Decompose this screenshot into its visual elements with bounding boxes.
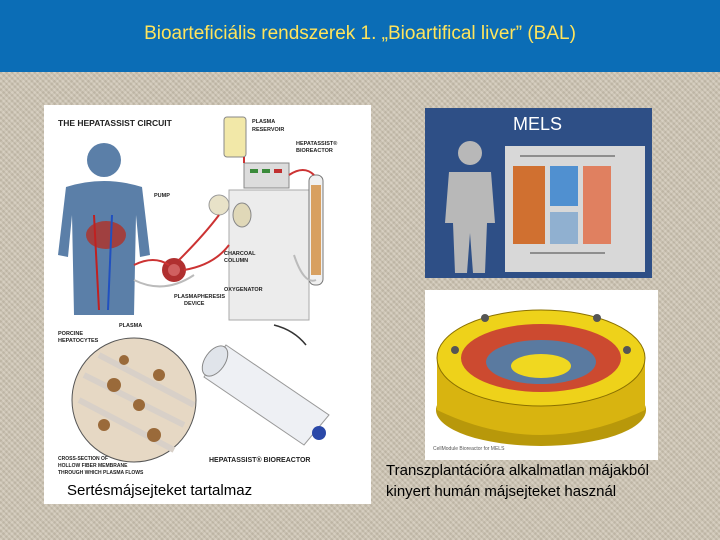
slide-title: Bioarteficiális rendszerek 1. „Bioartifi… xyxy=(144,23,576,45)
mels-diagram: MELS xyxy=(425,108,652,278)
svg-text:RESERVOIR: RESERVOIR xyxy=(252,127,284,133)
plasma-reservoir: PLASMA RESERVOIR xyxy=(224,117,284,157)
svg-text:PLASMA: PLASMA xyxy=(252,119,275,125)
pump: PUMP xyxy=(154,193,229,215)
machine-unit xyxy=(229,163,309,320)
human-silhouette xyxy=(58,143,150,315)
human-silhouette-gray xyxy=(445,141,495,273)
svg-text:CROSS-SECTION OF: CROSS-SECTION OF xyxy=(58,456,108,462)
bioreactor-column xyxy=(309,175,323,285)
svg-text:PORCINE: PORCINE xyxy=(58,331,83,337)
svg-text:DEVICE: DEVICE xyxy=(184,301,205,307)
svg-text:CHARCOAL: CHARCOAL xyxy=(224,251,256,257)
cellmodule-caption: CellModule Bioreactor for MELS xyxy=(433,446,505,452)
svg-text:HOLLOW FIBER MEMBRANE: HOLLOW FIBER MEMBRANE xyxy=(58,463,128,469)
plasmapheresis-device: PLASMAPHERESIS DEVICE xyxy=(162,258,225,307)
right-caption-line-1: Transzplantációra alkalmatlan májakból xyxy=(386,461,649,480)
bioreactor-cylinder xyxy=(197,325,329,445)
mels-heading: MELS xyxy=(513,114,562,134)
title-bar: Bioarteficiális rendszerek 1. „Bioartifi… xyxy=(0,0,720,72)
svg-text:COLUMN: COLUMN xyxy=(224,258,248,264)
left-caption: Sertésmájsejteket tartalmaz xyxy=(67,481,252,500)
svg-text:HEPATOCYTES: HEPATOCYTES xyxy=(58,338,99,344)
mels-figure: MELS xyxy=(425,108,652,278)
svg-text:THROUGH WHICH PLASMA FLOWS: THROUGH WHICH PLASMA FLOWS xyxy=(58,470,144,476)
svg-text:OXYGENATOR: OXYGENATOR xyxy=(224,287,263,293)
hepatassist-diagram: THE HEPATASSIST CIRCUIT PLASMA RESERVOIR… xyxy=(44,105,371,504)
figure-heading: THE HEPATASSIST CIRCUIT xyxy=(58,118,173,128)
svg-text:PLASMAPHERESIS: PLASMAPHERESIS xyxy=(174,294,225,300)
svg-text:PUMP: PUMP xyxy=(154,193,170,199)
bioreactor-label: HEPATASSIST® BIOREACTOR xyxy=(209,456,310,464)
cellmodule-bioreactor-figure: CellModule Bioreactor for MELS xyxy=(425,290,658,460)
svg-text:HEPATASSIST®: HEPATASSIST® xyxy=(296,140,337,147)
svg-text:PLASMA: PLASMA xyxy=(119,323,142,329)
svg-text:BIOREACTOR: BIOREACTOR xyxy=(296,148,333,154)
hollow-fiber-cross-section: PORCINE HEPATOCYTES PLASMA xyxy=(58,323,196,462)
cellmodule-diagram: CellModule Bioreactor for MELS xyxy=(425,290,658,460)
hepatassist-circuit-figure: THE HEPATASSIST CIRCUIT PLASMA RESERVOIR… xyxy=(44,105,371,504)
right-caption-line-2: kinyert humán májsejteket használ xyxy=(386,482,616,501)
